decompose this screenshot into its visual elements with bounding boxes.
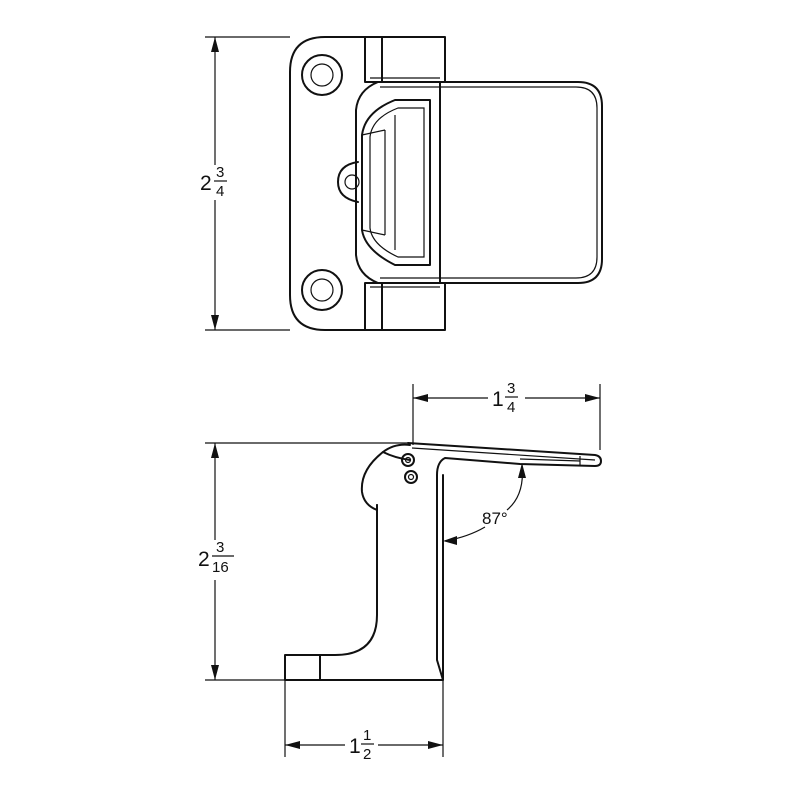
svg-text:4: 4 [507, 399, 515, 416]
svg-text:2: 2 [363, 746, 371, 763]
svg-text:2: 2 [200, 172, 212, 195]
svg-text:16: 16 [212, 559, 229, 576]
hinge-strip [364, 36, 446, 331]
side-height-dimension-label: 2 3 16 [198, 539, 234, 576]
pedal-outline [355, 81, 603, 284]
base-width-dimension-label: 1 1 2 [349, 727, 374, 763]
mounting-hole-bottom [301, 269, 343, 311]
svg-text:1: 1 [349, 735, 361, 758]
angle-label: 87° [482, 509, 508, 528]
base-and-upright [284, 474, 444, 681]
svg-text:3: 3 [216, 164, 224, 181]
svg-text:1: 1 [363, 727, 371, 744]
pivot-boss [337, 161, 359, 203]
svg-text:2: 2 [198, 548, 210, 571]
svg-text:4: 4 [216, 183, 224, 200]
top-height-dimension-label: 2 3 4 [200, 164, 227, 200]
svg-text:1: 1 [492, 388, 504, 411]
svg-text:3: 3 [507, 380, 515, 397]
pivot-pin-upper [401, 453, 415, 467]
svg-text:3: 3 [216, 539, 224, 556]
side-view: 1 3 4 2 3 16 1 1 2 [198, 380, 602, 763]
pedal-pad [361, 99, 431, 266]
mounting-plate-outline [289, 36, 366, 331]
pedal-lever [407, 442, 602, 476]
cam [360, 443, 411, 511]
lever-length-dimension-label: 1 3 4 [492, 380, 518, 416]
pivot-pin-lower [404, 470, 418, 484]
mounting-hole-top [301, 54, 343, 96]
top-view: 2 3 4 [200, 36, 603, 331]
